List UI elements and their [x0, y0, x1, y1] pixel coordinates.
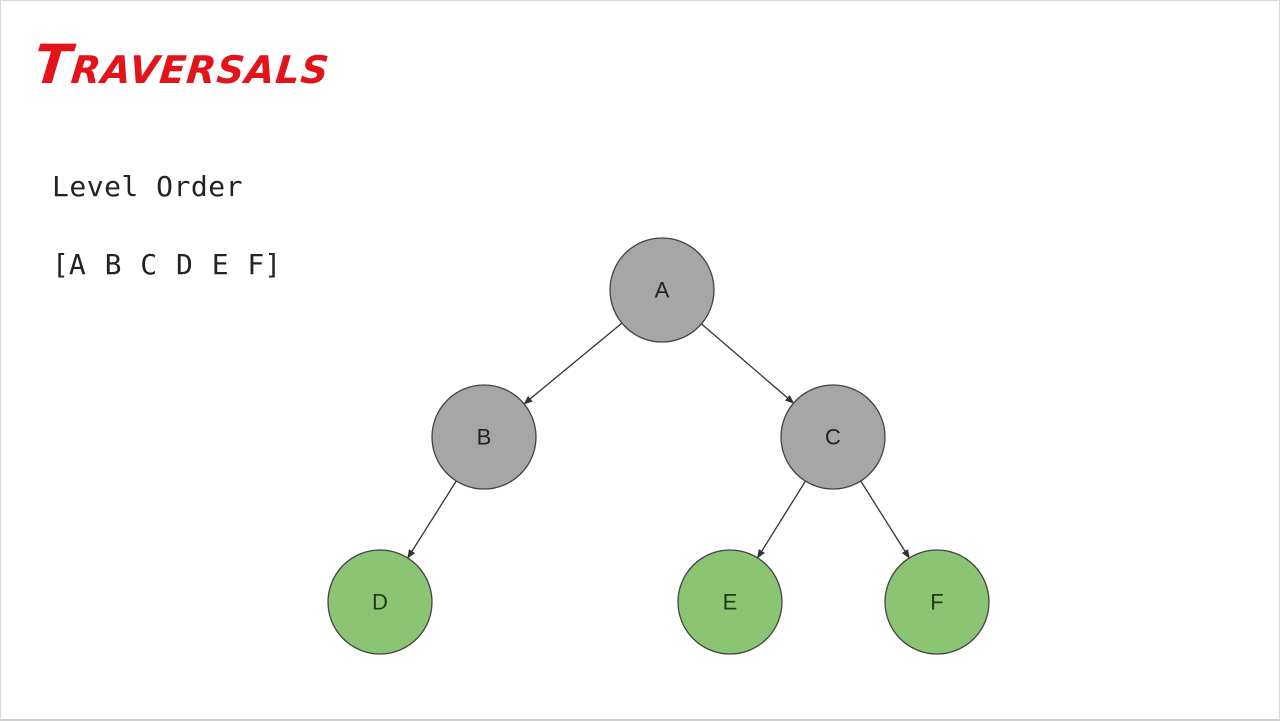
tree-edges — [407, 322, 910, 559]
node-label: F — [930, 590, 943, 615]
tree-nodes: A B C D E F — [327, 237, 990, 655]
node-circle — [609, 237, 715, 343]
node-circle — [677, 549, 783, 655]
traversal-type-label: Level Order — [52, 170, 243, 203]
tree-node-a: A — [609, 237, 715, 343]
node-label: B — [477, 425, 492, 450]
node-circle — [431, 384, 537, 490]
traversal-result: [A B C D E F] — [52, 248, 282, 281]
tree-node-d: D — [327, 549, 433, 655]
node-circle — [884, 549, 990, 655]
tree-node-e: E — [677, 549, 783, 655]
node-circle — [780, 384, 886, 490]
edge-a-c — [701, 323, 795, 404]
edge-c-e — [756, 480, 807, 559]
edge-b-d — [407, 480, 457, 559]
node-label: C — [825, 425, 841, 450]
node-circle — [327, 549, 433, 655]
edge-a-b — [523, 322, 623, 405]
tree-node-f: F — [884, 549, 990, 655]
node-label: E — [723, 590, 738, 615]
edge-c-f — [860, 480, 910, 559]
node-label: A — [655, 278, 670, 303]
tree-node-b: B — [431, 384, 537, 490]
node-label: D — [372, 590, 388, 615]
tree-node-c: C — [780, 384, 886, 490]
